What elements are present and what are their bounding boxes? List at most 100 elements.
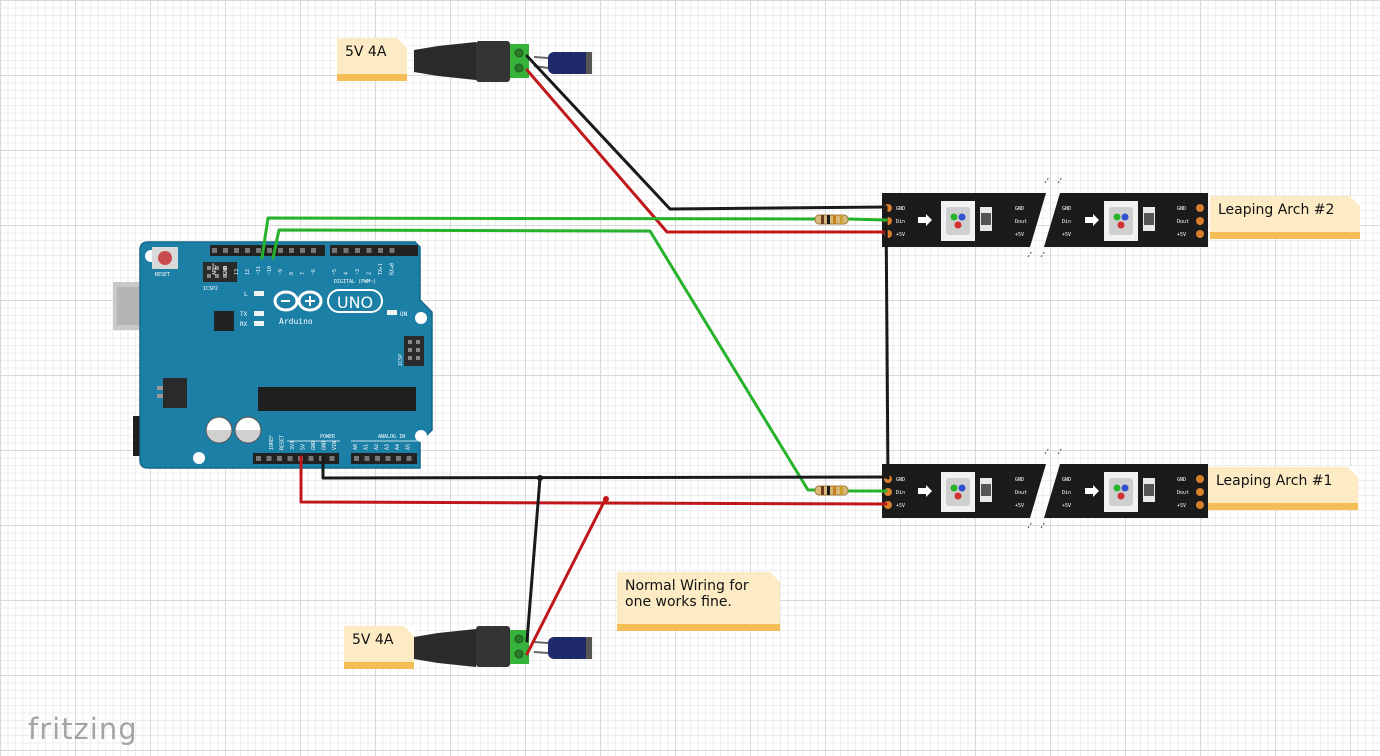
strip-pin-label: +5V	[1015, 503, 1024, 509]
on-label: ON	[400, 311, 408, 318]
power-pin-label: VIN	[332, 441, 338, 450]
power-pin-label: GND	[322, 441, 328, 450]
power-jack-top[interactable]	[414, 41, 529, 82]
led-label-tx: TX	[240, 311, 248, 318]
led-capacitor-body	[1144, 484, 1154, 496]
wire-gnd-bottom-supply[interactable]	[525, 476, 542, 643]
wire-data-pin12[interactable]	[271, 228, 817, 492]
wire-5v-arduino[interactable]	[299, 455, 888, 506]
header-pin	[378, 248, 383, 253]
wire-5v-top-supply[interactable]	[525, 68, 888, 234]
atmega-chip	[258, 387, 416, 411]
icsp2-header	[203, 262, 237, 282]
resistor-arch-1[interactable]	[814, 485, 849, 496]
header-pin-label: 13	[234, 269, 240, 275]
strip-pin-label: GND	[1015, 477, 1024, 483]
strip-pin-label: GND	[1015, 206, 1024, 212]
header-pin	[234, 248, 239, 253]
header-pin-label: RX◂0	[390, 263, 396, 275]
led-tx	[254, 311, 264, 316]
icsp2-label: ICSP2	[203, 286, 218, 292]
wire-gnd-top-supply[interactable]	[525, 54, 888, 211]
analog-header	[351, 453, 417, 464]
header-pin-label: 12	[245, 269, 251, 275]
strip-pad	[1196, 475, 1204, 483]
power-pin	[277, 456, 282, 461]
fritzing-logo: fritzing	[28, 712, 138, 746]
cut-mark	[1044, 176, 1050, 184]
arrow-icon	[1085, 214, 1099, 226]
led-lens	[1109, 207, 1133, 235]
note-arch-1[interactable]: Leaping Arch #1	[1208, 467, 1358, 510]
led-die	[1117, 221, 1125, 229]
strip-pin-label: +5V	[1062, 232, 1071, 238]
header-pin	[223, 248, 228, 253]
led-die	[1117, 492, 1125, 500]
led-lens	[1109, 478, 1133, 506]
strip-pin-label: GND	[1177, 477, 1186, 483]
resistor-arch-2[interactable]	[814, 214, 849, 225]
capacitor-1	[205, 416, 233, 444]
wire-gnd-arduino[interactable]	[321, 455, 890, 480]
arrow-icon	[918, 485, 932, 497]
power-pin-label: RESET	[280, 435, 286, 450]
analog-label: ANALOG IN	[378, 434, 405, 440]
analog-pin-label: A2	[374, 444, 380, 450]
strip-pad	[1196, 204, 1204, 212]
power-pin-label: 3V3	[290, 441, 296, 450]
led-die	[1113, 484, 1121, 492]
strip-pin-label: GND	[896, 206, 905, 212]
note-supply-top[interactable]: 5V 4A	[337, 38, 407, 81]
voltage-regulator	[163, 378, 187, 408]
header-pin	[366, 248, 372, 253]
header-pin-label: ~6	[311, 269, 317, 275]
header-pin-label: 2	[367, 272, 373, 275]
analog-pin	[375, 456, 380, 461]
strip-pin-label: GND	[1177, 206, 1186, 212]
note-supply-bottom[interactable]: 5V 4A	[344, 626, 414, 669]
analog-pin-label: A0	[353, 444, 359, 450]
header-pin	[355, 248, 360, 253]
jack-plug	[414, 629, 476, 667]
header-pin-label: 4	[344, 272, 350, 275]
board-pcb	[139, 241, 433, 469]
analog-pin-label: A1	[364, 444, 370, 450]
strip-pin-label: Dout	[1177, 219, 1189, 225]
strip-pin-label: +5V	[896, 232, 905, 238]
strip-pin-label: Din	[896, 219, 905, 225]
analog-pin	[385, 456, 391, 461]
led-die	[950, 484, 958, 492]
mount-hole	[415, 312, 427, 324]
header-pin-label: ~9	[278, 269, 284, 275]
jack-plug	[414, 42, 476, 80]
header-pin	[256, 248, 261, 253]
note-wiring-comment[interactable]: Normal Wiring for one works fine.	[617, 572, 780, 631]
wire-5v-bottom-supply[interactable]	[525, 496, 608, 656]
strip-pad	[1196, 501, 1204, 509]
digital-label: DIGITAL (PWM~)	[334, 279, 376, 285]
strip-pin-label: +5V	[1062, 503, 1071, 509]
header-pin-label: GND	[223, 266, 229, 275]
header-pin-label: 7	[300, 272, 306, 275]
led-label-rx: RX	[240, 321, 248, 328]
wire-gnd-strip-link[interactable]	[884, 205, 890, 480]
analog-pin	[396, 456, 401, 461]
wire-data-pin13[interactable]	[260, 216, 817, 260]
reset-button-cap[interactable]	[158, 251, 172, 265]
header-pin	[300, 248, 305, 253]
header-pin-label: AREF	[212, 263, 218, 275]
cut-mark	[1057, 447, 1063, 455]
power-pin	[287, 456, 293, 461]
arrow-icon	[918, 214, 932, 226]
note-arch-2[interactable]: Leaping Arch #2	[1210, 196, 1360, 239]
led-label-l: L	[244, 291, 248, 298]
power-jack-bottom[interactable]	[414, 626, 529, 667]
cut-mark	[1027, 521, 1033, 529]
note-text: Leaping Arch #1	[1216, 473, 1333, 489]
